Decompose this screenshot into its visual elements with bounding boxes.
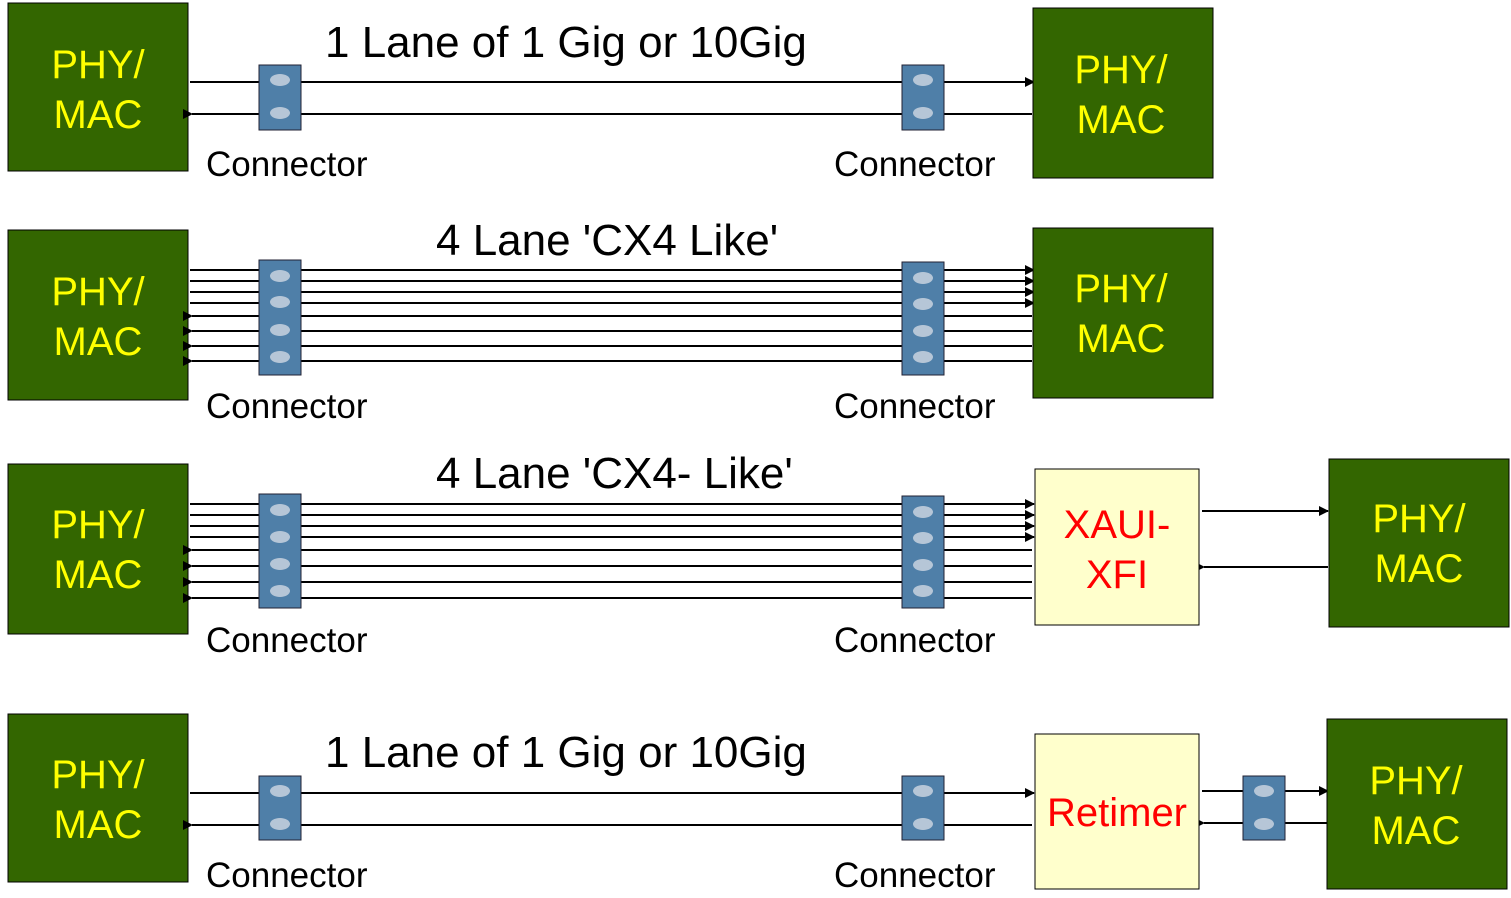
row-2-right-phy-mac-box: PHY/ MAC — [1032, 227, 1214, 399]
retimer-label: Retimer — [1047, 791, 1187, 835]
row-3-connector-left-label: Connector — [206, 621, 368, 660]
row-1-right-phy-mac-box: PHY/ MAC — [1032, 7, 1214, 179]
row-3-connector-right-label: Connector — [834, 621, 996, 660]
row-3-right-phy-mac-box: PHY/ MAC — [1328, 458, 1510, 628]
row-2-lanes — [183, 265, 1035, 366]
row-1-connector-right — [901, 64, 945, 131]
row-1-connector-right-label: Connector — [834, 145, 996, 184]
row-4-connector-right-label: Connector — [834, 856, 996, 895]
row-3-lanes — [183, 499, 1329, 603]
row-4-connector-left-label: Connector — [206, 856, 368, 895]
row-2-caption: 4 Lane 'CX4 Like' — [436, 216, 778, 265]
box-label-line1: PHY/ — [51, 270, 145, 314]
box-label-line2: MAC — [54, 320, 143, 364]
row-4-left-phy-mac-box: PHY/ MAC — [7, 713, 189, 883]
row-1-caption: 1 Lane of 1 Gig or 10Gig — [325, 18, 807, 67]
row-1-lanes — [183, 77, 1035, 119]
box-label-line1: PHY/ — [51, 753, 145, 797]
row-1-left-phy-mac-box: PHY/ MAC — [7, 2, 189, 172]
box-label-line1: PHY/ — [51, 43, 145, 87]
box-label-line1: PHY/ — [1369, 759, 1463, 803]
row-4-right-phy-mac-box: PHY/ MAC — [1326, 718, 1508, 890]
box-label-line2: XFI — [1086, 553, 1148, 597]
row-3-left-phy-mac-box: PHY/ MAC — [7, 463, 189, 635]
row-3-connector-left — [258, 493, 302, 609]
row-2-connector-left — [258, 259, 302, 376]
box-label-line1: PHY/ — [1074, 267, 1168, 311]
row-3-xaui-xfi-box: XAUI- XFI — [1034, 468, 1200, 626]
row-4-connector-right — [901, 775, 945, 841]
row-4-connector-retimer-side — [1242, 775, 1286, 841]
row-1-connector-left-label: Connector — [206, 145, 368, 184]
row-4-retimer-box: Retimer — [1034, 733, 1200, 890]
box-label-line1: PHY/ — [51, 503, 145, 547]
box-label-line2: MAC — [1375, 547, 1464, 591]
box-label-line1: PHY/ — [1372, 497, 1466, 541]
row-2-connector-right-label: Connector — [834, 387, 996, 426]
row-2-connector-left-label: Connector — [206, 387, 368, 426]
row-3-caption: 4 Lane 'CX4- Like' — [436, 449, 793, 498]
row-2: 4 Lane 'CX4 Like' PHY/ MAC — [7, 216, 1214, 426]
row-1: 1 Lane of 1 Gig or 10Gig PHY/ MAC Connec… — [7, 2, 1214, 184]
row-4-caption: 1 Lane of 1 Gig or 10Gig — [325, 728, 807, 777]
row-2-connector-right — [901, 261, 945, 376]
row-2-left-phy-mac-box: PHY/ MAC — [7, 229, 189, 401]
box-label-line2: MAC — [1077, 98, 1166, 142]
row-3: 4 Lane 'CX4- Like' PHY/ MAC — [7, 449, 1510, 660]
box-label-line2: MAC — [54, 803, 143, 847]
row-1-connector-left — [258, 64, 302, 131]
box-label-line2: MAC — [1372, 809, 1461, 853]
row-3-connector-right — [901, 495, 945, 609]
box-label-line2: MAC — [54, 553, 143, 597]
box-label-line1: PHY/ — [1074, 48, 1168, 92]
box-label-line1: XAUI- — [1064, 503, 1171, 547]
box-label-line2: MAC — [54, 93, 143, 137]
row-4: 1 Lane of 1 Gig or 10Gig PHY/ MAC — [7, 713, 1508, 895]
box-label-line2: MAC — [1077, 317, 1166, 361]
row-4-connector-left — [258, 775, 302, 841]
